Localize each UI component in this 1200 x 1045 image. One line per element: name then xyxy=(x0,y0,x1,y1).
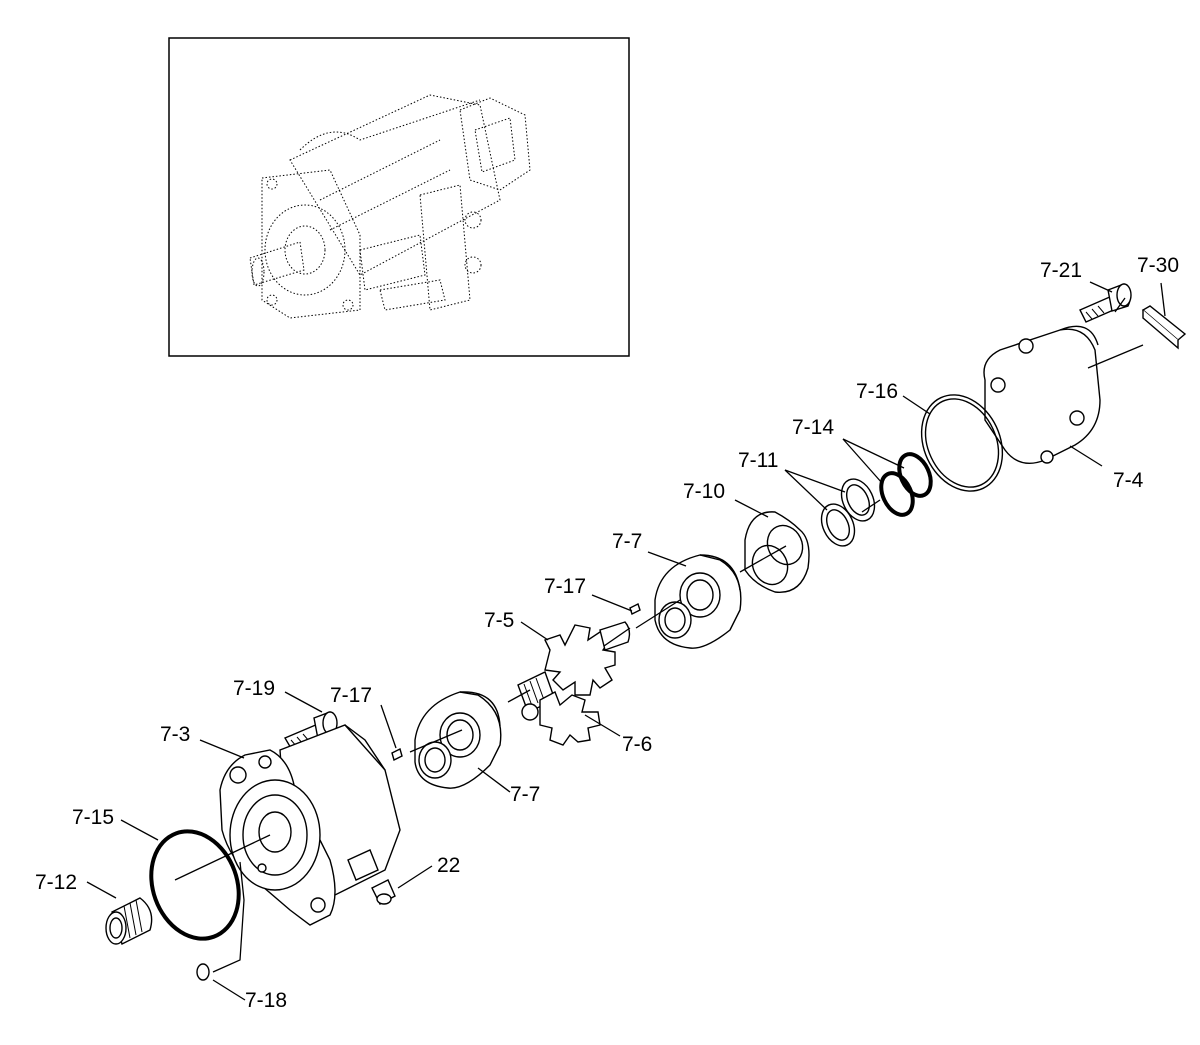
label-7-3: 7-3 xyxy=(160,723,190,746)
part-7-15-o-ring xyxy=(149,829,241,941)
label-7-6: 7-6 xyxy=(622,733,652,756)
part-7-3-front-housing xyxy=(219,724,401,926)
label-7-11: 7-11 xyxy=(738,449,778,472)
label-7-17-lower: 7-17 xyxy=(330,684,372,707)
assembly-inset xyxy=(168,37,630,357)
part-7-11-backup-rings xyxy=(820,478,876,547)
part-7-10-seal-plate xyxy=(744,511,810,593)
leader-lines xyxy=(86,281,1166,1001)
label-7-7-upper: 7-7 xyxy=(612,530,642,553)
label-7-16: 7-16 xyxy=(856,380,898,403)
label-7-30: 7-30 xyxy=(1137,254,1179,277)
label-7-12: 7-12 xyxy=(35,871,77,894)
part-7-14-seal-rings xyxy=(879,452,933,517)
label-7-15: 7-15 xyxy=(72,806,114,829)
alignment-lines xyxy=(174,297,1144,973)
assembled-pump-illustration xyxy=(249,94,531,319)
label-7-10: 7-10 xyxy=(683,480,725,503)
part-7-30-nameplate xyxy=(1141,305,1187,350)
label-7-18: 7-18 xyxy=(245,989,287,1012)
label-7-5: 7-5 xyxy=(484,609,514,632)
part-7-17-pin-upper xyxy=(629,603,641,615)
label-7-17-upper: 7-17 xyxy=(544,575,586,598)
part-7-6-driven-gear xyxy=(521,691,601,746)
callout-labels: 7-21 7-30 7-16 7-14 7-4 7-11 7-10 7-7 7-… xyxy=(35,254,1179,1012)
label-7-7-lower: 7-7 xyxy=(510,783,540,806)
part-7-17-pin-lower xyxy=(391,747,403,762)
part-7-7-bushing-upper xyxy=(654,554,742,649)
label-22: 22 xyxy=(437,854,460,877)
part-7-18-small-o-ring xyxy=(196,963,210,981)
part-7-7-bushing-lower xyxy=(414,691,502,789)
part-22-plug xyxy=(371,879,396,905)
part-7-12-needle-bearing xyxy=(105,897,153,945)
label-7-14: 7-14 xyxy=(792,416,834,439)
label-7-4: 7-4 xyxy=(1113,469,1144,492)
label-7-19: 7-19 xyxy=(233,677,275,700)
part-7-16-o-ring xyxy=(920,394,1004,492)
label-7-21: 7-21 xyxy=(1040,259,1082,282)
part-7-4-rear-cover xyxy=(983,325,1101,464)
